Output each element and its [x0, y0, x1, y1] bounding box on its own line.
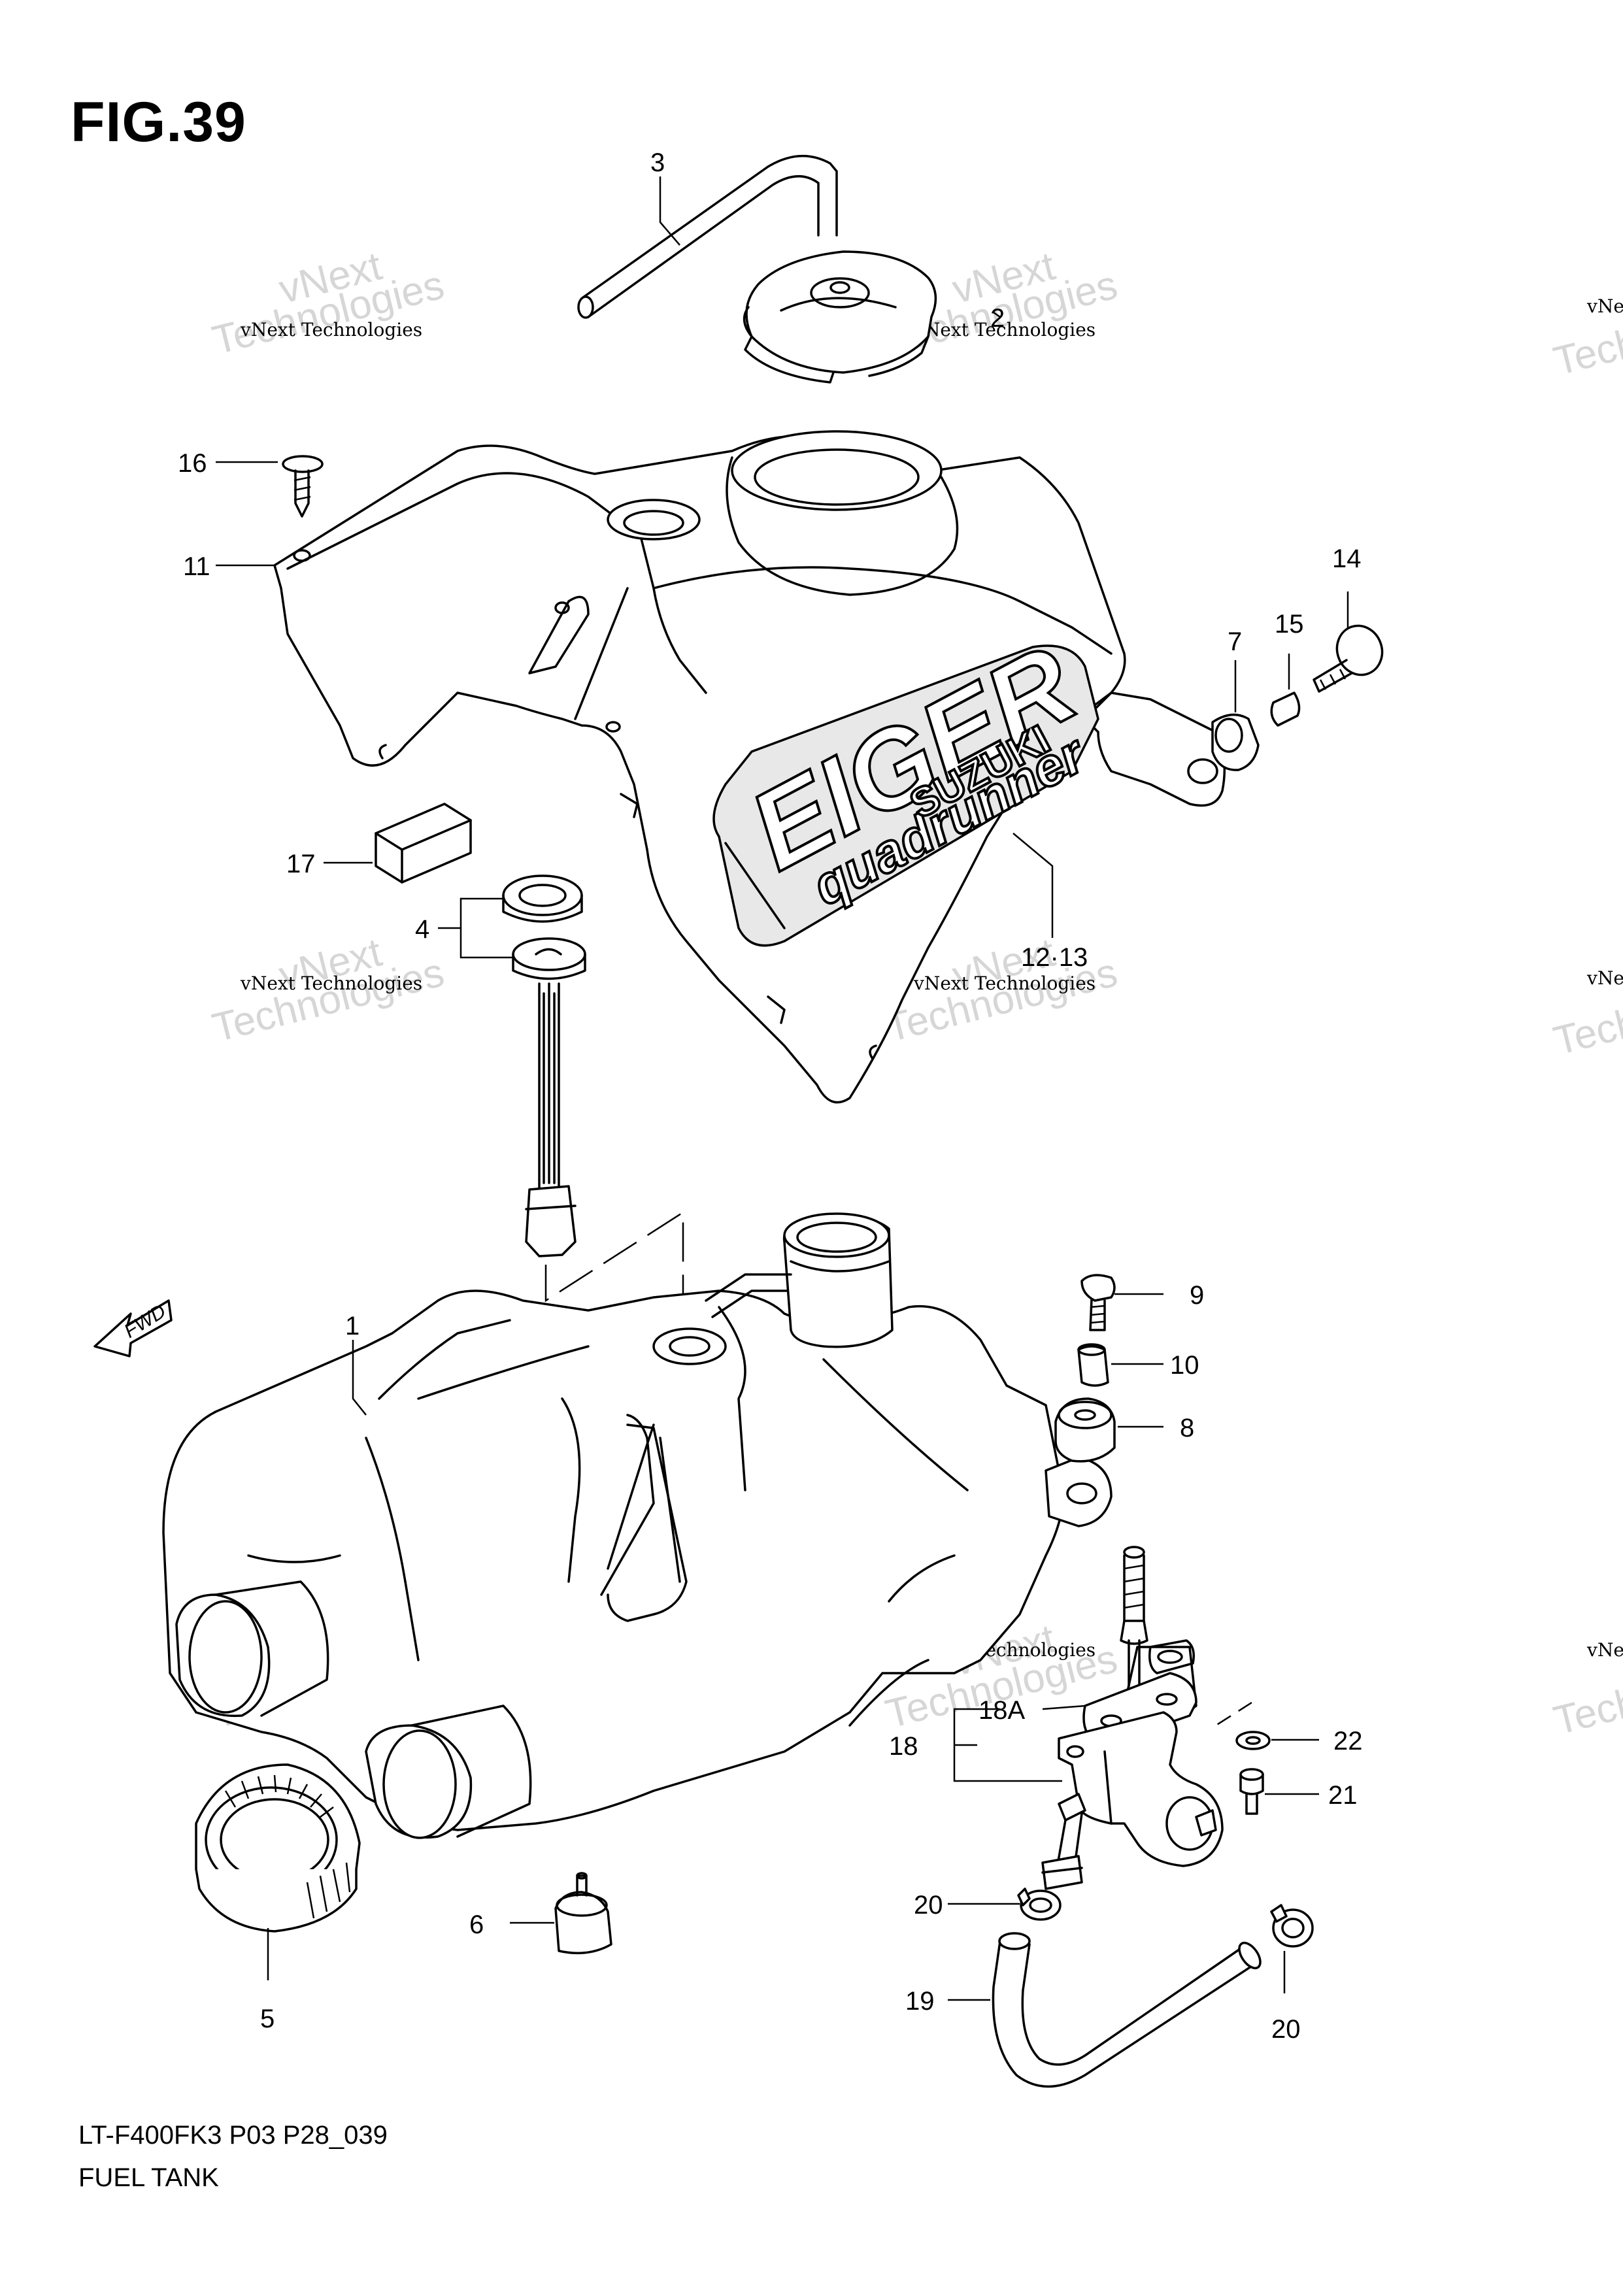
callout-20-right: 20 — [1271, 2015, 1301, 2044]
part-collar-15 — [1270, 691, 1301, 727]
callout-19: 19 — [905, 1987, 935, 2016]
forward-arrow-icon: FWD — [93, 1299, 173, 1357]
callout-8: 8 — [1180, 1414, 1194, 1442]
part-cushion-8 — [1054, 1397, 1116, 1463]
assembly-guide-line — [1215, 1701, 1252, 1727]
callout-2: 2 — [990, 304, 1005, 333]
watermark-text: vNext Technologies — [914, 973, 1096, 994]
part-fuel-hose-19 — [992, 1932, 1262, 2088]
callout-17: 17 — [286, 850, 316, 878]
part-screw-16 — [282, 455, 324, 518]
part-tank-cover: EIGER quadrunner SUZUKI — [273, 430, 1226, 1104]
callout-11: 11 — [183, 552, 210, 581]
part-pad-17 — [375, 803, 472, 884]
callout-18a: 18A — [979, 1696, 1025, 1725]
part-screw-21 — [1239, 1768, 1264, 1815]
callout-12-13: 12·13 — [1021, 943, 1088, 972]
callout-16: 16 — [178, 449, 207, 478]
assembly-guide-line — [544, 1210, 684, 1320]
leader-lines — [216, 176, 1349, 2001]
part-fuel-tank — [162, 1212, 1113, 1839]
watermark-text: vNext — [1587, 1639, 1623, 1661]
watermark-text: vNext Technologies — [914, 319, 1096, 341]
watermark-text: vNext Technologies — [241, 319, 423, 341]
part-fuel-gauge — [502, 874, 586, 1257]
callout-3: 3 — [650, 148, 665, 177]
part-collar-10 — [1077, 1343, 1109, 1387]
figure-name: FUEL TANK — [78, 2163, 219, 2192]
part-washer-22 — [1235, 1731, 1271, 1750]
part-fuel-cap — [743, 250, 937, 384]
callout-9: 9 — [1190, 1281, 1204, 1310]
part-hose-clamp-20-right — [1270, 1904, 1314, 1948]
watermark-text: vNext Technologies — [241, 973, 423, 994]
callout-4: 4 — [415, 915, 429, 944]
figure-model-code: LT-F400FK3 P03 P28_039 — [78, 2121, 388, 2150]
callout-5: 5 — [260, 2005, 275, 2033]
part-clamp-5 — [195, 1763, 361, 1933]
callout-1: 1 — [345, 1312, 360, 1340]
callout-22: 22 — [1333, 1727, 1363, 1755]
callout-20-left: 20 — [914, 1891, 943, 1920]
callout-14: 14 — [1332, 544, 1362, 573]
part-bolt-9 — [1080, 1274, 1116, 1331]
callout-18: 18 — [889, 1732, 918, 1761]
callout-6: 6 — [469, 1910, 484, 1939]
callout-21: 21 — [1328, 1781, 1358, 1810]
callout-7: 7 — [1228, 627, 1242, 656]
watermark-text: vNext — [1587, 967, 1623, 989]
callout-15: 15 — [1275, 610, 1304, 639]
part-cushion-7 — [1211, 713, 1260, 771]
part-bolt-14 — [1313, 624, 1384, 693]
watermark-text: vNext — [1587, 295, 1623, 317]
part-hose-clamp-20-left — [1017, 1888, 1062, 1921]
part-breather-hose — [577, 154, 838, 319]
figure-title: FIG.39 — [71, 91, 246, 154]
part-rubber-6 — [554, 1872, 612, 1955]
callout-10: 10 — [1170, 1351, 1199, 1380]
part-fuel-valve-18 — [1041, 1546, 1224, 1890]
